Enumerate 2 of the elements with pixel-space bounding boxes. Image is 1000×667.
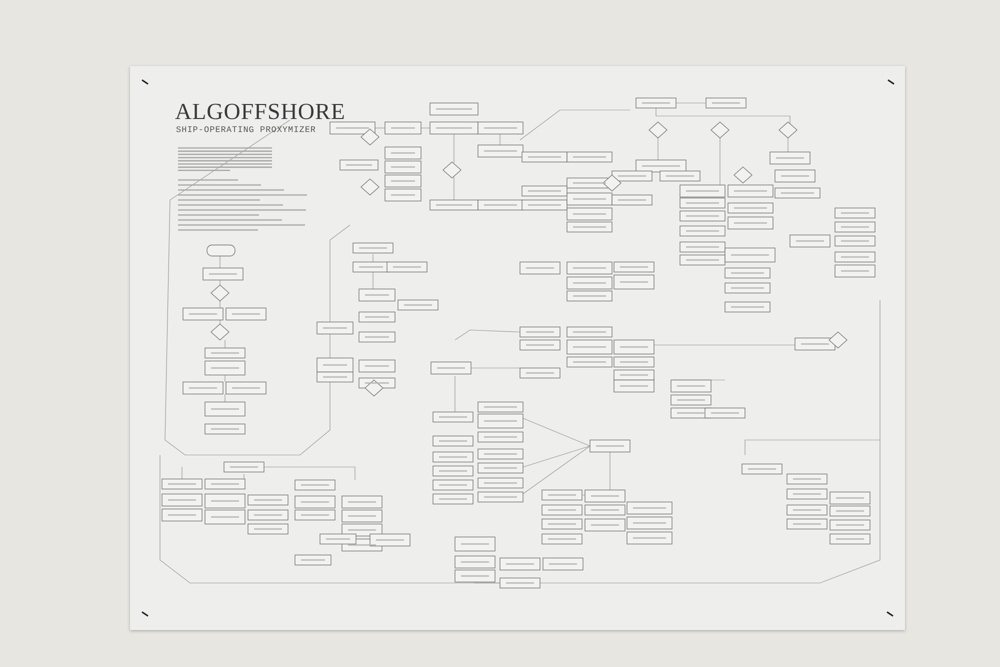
poster-title: ALGOFFSHORE [175,100,346,123]
poster-subtitle: SHIP-OPERATING PROXYMIZER [176,126,316,134]
